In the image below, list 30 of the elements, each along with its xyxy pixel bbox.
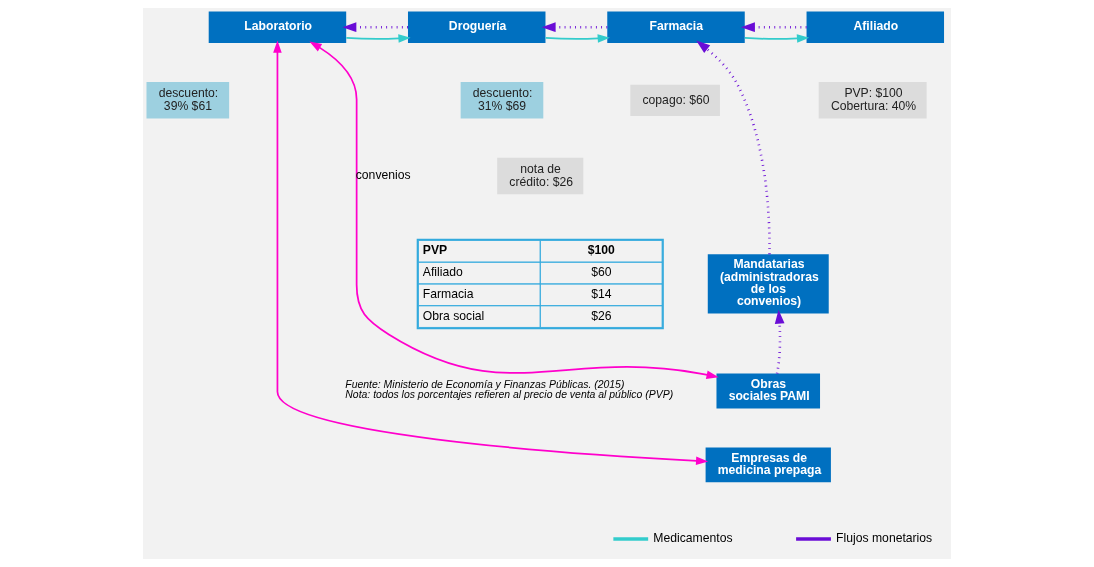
node-box: Mandatarias (administradoras de los convenios) [707,254,829,314]
label: $26 [591,308,612,323]
node-box: Empresas de medicina prepaga [705,447,831,483]
label: Fuente: Ministerio de Economía y Finanzas Públicas. (2015) [345,379,625,391]
arrow [544,34,610,43]
arrow [345,34,411,43]
label: Afiliado [422,265,463,280]
node-box: Laboratorio [208,11,347,43]
label: Obra social [422,308,485,323]
label: PVP [422,242,448,257]
legend-label: Medicamentos [653,531,733,546]
node-box: Droguería [408,11,546,43]
arrow [744,34,810,43]
label: $100 [587,242,615,257]
arrow [342,22,408,33]
label: $60 [591,265,612,280]
label: $14 [591,287,612,302]
arrow [273,40,709,466]
node-box: descuento: 39% $61 [146,82,230,119]
node-box: Afiliado [806,11,945,43]
label: Nota: todos los porcentajes refieren al precio de venta al público (PVP) [345,389,674,401]
arrow [696,40,771,255]
label: Farmacia [422,287,474,302]
node-box: Farmacia [607,11,745,43]
legend-label: Flujos monetarios [836,531,933,546]
node-box: descuento: 31% $69 [460,82,544,119]
arrow [774,309,785,374]
node-box: Obras sociales PAMI [716,373,821,409]
arrow [740,22,807,33]
arrow [541,22,608,33]
